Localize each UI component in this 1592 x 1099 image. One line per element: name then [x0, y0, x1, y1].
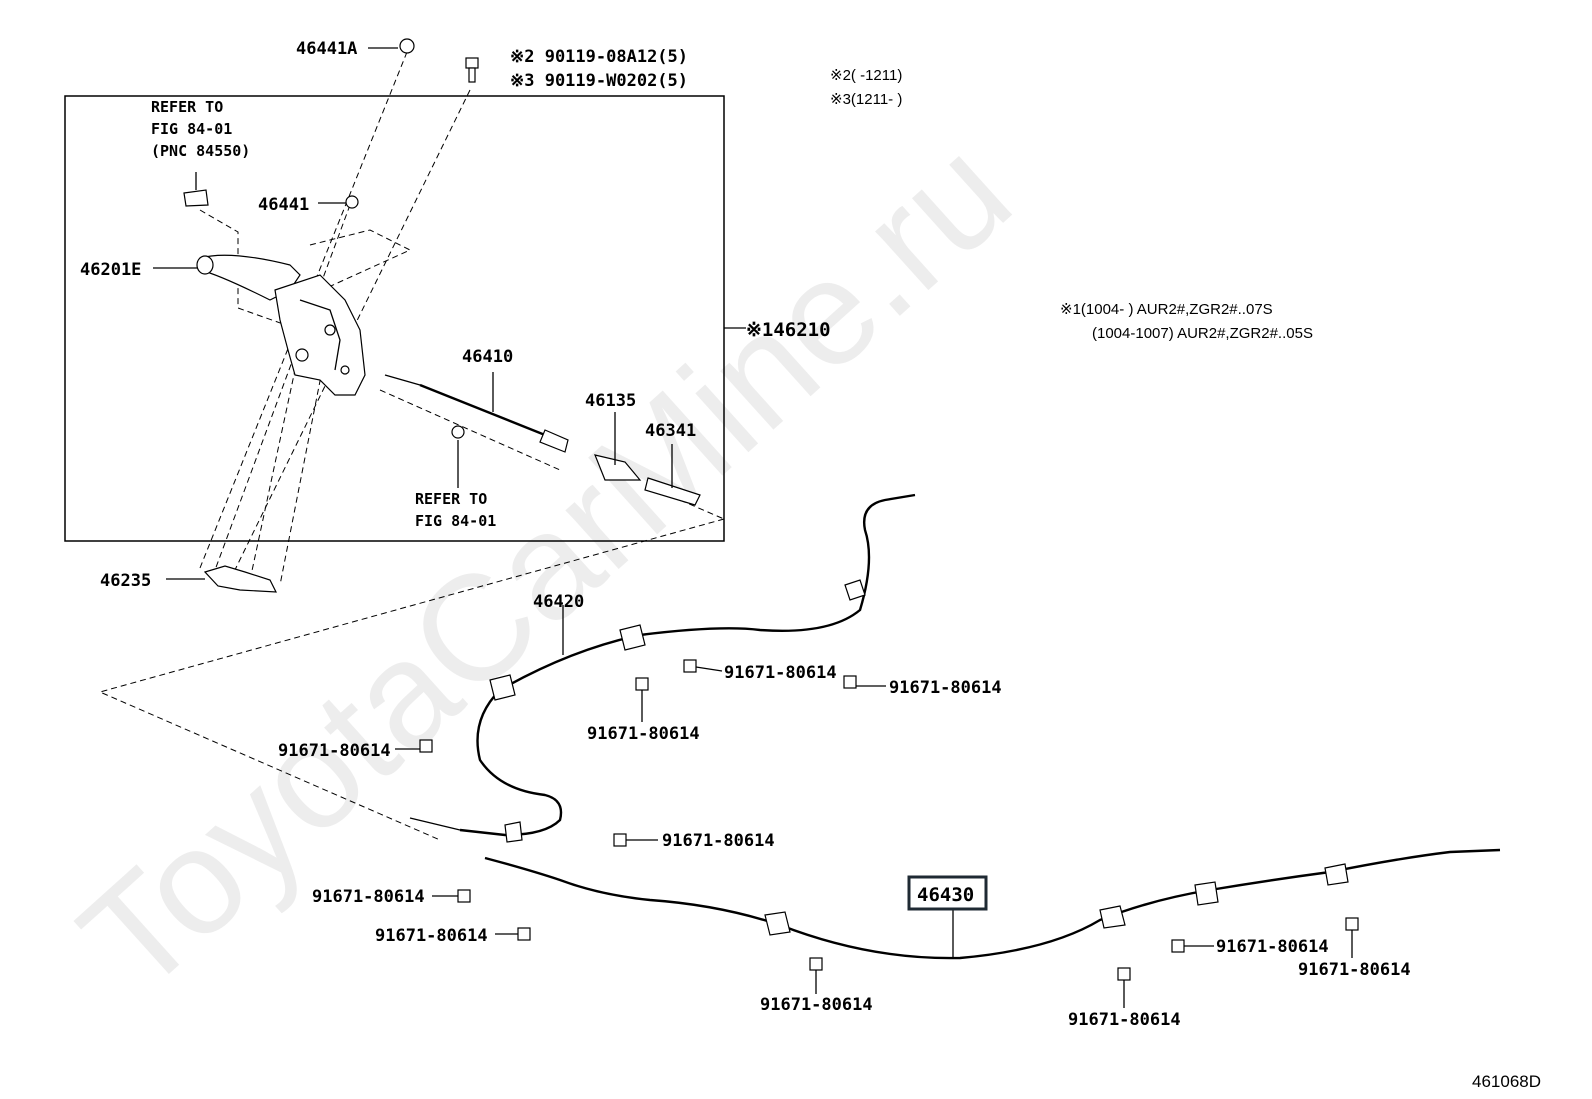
- note-3: ※3(1211- ): [830, 91, 902, 108]
- bolt-label-3: ※3 90119-W0202(5): [510, 71, 688, 91]
- bolt-91671-a: 91671-80614: [724, 663, 837, 683]
- ref-top-line3: (PNC 84550): [151, 142, 250, 160]
- cable-46420: [409, 493, 916, 843]
- part-46135: 46135: [585, 391, 636, 411]
- bolt-91671-e: 91671-80614: [662, 831, 775, 851]
- ref-top-line1: REFER TO: [151, 98, 223, 116]
- bolt-91671-f: 91671-80614: [312, 887, 425, 907]
- ref-top-line2: FIG 84-01: [151, 120, 232, 138]
- bolt-91671-i: 91671-80614: [1068, 1010, 1181, 1030]
- bolt-leaders: [395, 666, 1353, 1008]
- projection-line: [98, 518, 725, 841]
- bolt-91671-d: 91671-80614: [278, 741, 391, 761]
- part-46410: 46410: [462, 347, 513, 367]
- cable-46430: [484, 848, 1501, 960]
- part-146210: ※146210: [746, 319, 831, 341]
- lever-assembly: [153, 38, 746, 593]
- note-2: ※2( -1211): [830, 67, 902, 84]
- bolt-heads: [419, 659, 1359, 981]
- part-46430-box: [907, 875, 988, 911]
- watermark: ToyotaCarMine.ru: [49, 107, 1041, 1024]
- note-1b: (1004-1007) AUR2#,ZGR2#..05S: [1092, 325, 1313, 342]
- ref-mid-line2: FIG 84-01: [415, 512, 496, 530]
- bolt-91671-h: 91671-80614: [760, 995, 873, 1015]
- bolt-91671-b: 91671-80614: [889, 678, 1002, 698]
- part-46235: 46235: [100, 571, 151, 591]
- bolt-91671-g: 91671-80614: [375, 926, 488, 946]
- note-1a: ※1(1004- ) AUR2#,ZGR2#..07S: [1060, 301, 1273, 318]
- bolt-91671-j: 91671-80614: [1216, 937, 1329, 957]
- part-46201E: 46201E: [80, 260, 141, 280]
- diagram-id: 461068D: [1472, 1072, 1541, 1091]
- part-46420: 46420: [533, 592, 584, 612]
- bolt-91671-k: 91671-80614: [1298, 960, 1411, 980]
- ref-mid-line1: REFER TO: [415, 490, 487, 508]
- part-46441: 46441: [258, 195, 309, 215]
- part-46430: 46430: [917, 884, 974, 906]
- part-46341: 46341: [645, 421, 696, 441]
- bolt-label-2: ※2 90119-08A12(5): [510, 47, 688, 67]
- part-46441A: 46441A: [296, 39, 357, 59]
- bolt-91671-c: 91671-80614: [587, 724, 700, 744]
- lever-assembly-box: [64, 95, 725, 542]
